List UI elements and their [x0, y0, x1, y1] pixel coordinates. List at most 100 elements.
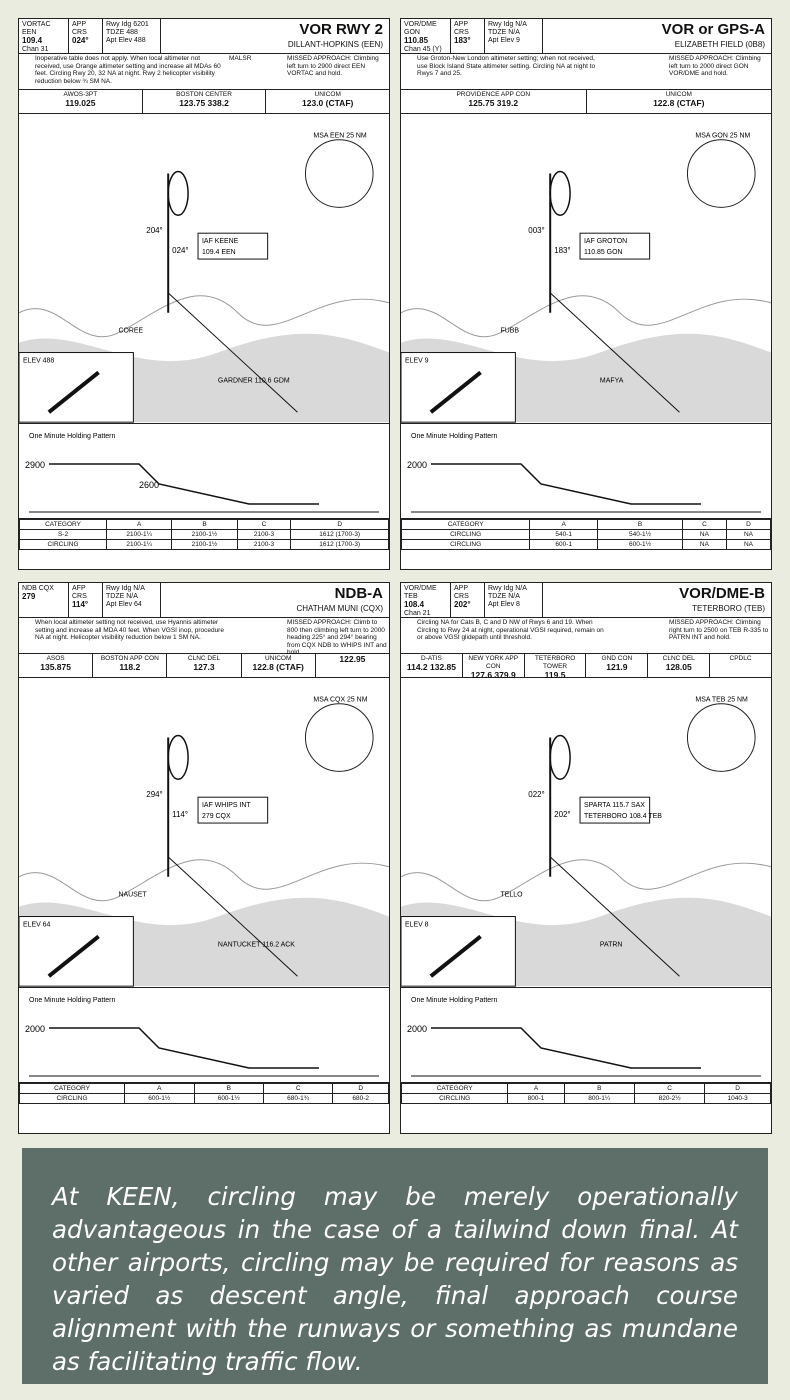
- note-left: Inoperative table does not apply. When l…: [35, 55, 221, 85]
- fix-label-1: GARDNER 110.6 GDM: [218, 377, 290, 384]
- iaf-label: IAF KEENE: [202, 238, 239, 245]
- profile-path: [431, 1027, 701, 1069]
- freq-value: 121.9: [606, 662, 628, 672]
- feeder-route: [549, 292, 680, 413]
- note-right: MISSED APPROACH: Climbing left turn to 2…: [669, 55, 761, 77]
- holding-pattern: [549, 734, 571, 781]
- mins-cell: 600-1½: [193, 1093, 264, 1104]
- mins-header-cell: A: [529, 519, 599, 530]
- msa-circle: [304, 139, 374, 208]
- mins-header-cell: C: [633, 1083, 706, 1094]
- facility-chan: Chan 31: [22, 46, 49, 53]
- airport-name: TETERBORO (TEB): [692, 604, 765, 613]
- mins-cell: 800-1: [507, 1093, 565, 1104]
- mins-cell: NA: [725, 539, 771, 550]
- freq-name: BOSTON CENTER: [176, 91, 232, 98]
- crs-label: AFP CRS: [72, 585, 87, 600]
- mins-cell: CIRCLING: [401, 529, 531, 540]
- facility-freq: 110.85: [404, 36, 429, 45]
- freq-value: 127.3: [193, 662, 215, 672]
- mins-header-cell: D: [332, 1083, 389, 1094]
- course-in: 202°: [554, 810, 570, 819]
- profile-view: One Minute Holding Pattern 2000: [401, 987, 771, 1086]
- freq-value: 119.5: [544, 670, 566, 680]
- plan-view: MSA TEB 25 NM SPARTA 115.7 SAX TETERBORO…: [401, 677, 771, 987]
- freq-name: PROVIDENCE APP CON: [456, 91, 531, 98]
- hold-label: One Minute Holding Pattern: [411, 433, 497, 440]
- mins-header-cell: D: [725, 519, 771, 530]
- facility-box: VORTAC EEN 109.4 Chan 31: [19, 19, 69, 53]
- facility-box: NDB CQX 279: [19, 583, 69, 617]
- elev-box: Rwy Idg 6201 TDZE 488 Apt Elev 488: [103, 19, 161, 53]
- freq-value: 122.8 (CTAF): [252, 662, 304, 672]
- freq-value: 118.2: [119, 662, 141, 672]
- mins-header-cell: D: [290, 519, 389, 530]
- freq-value: 135.875: [40, 662, 71, 672]
- crs-box: APP CRS 183°: [451, 19, 485, 53]
- approach-chart-4: VOR/DME TEB 108.4 Chan 21 APP CRS 202° R…: [400, 582, 772, 1134]
- notes-strip: When local altimeter setting not receive…: [19, 617, 389, 656]
- fix-label-1: NANTUCKET 116.2 ACK: [218, 941, 295, 948]
- mins-cell: 600-1½: [597, 539, 683, 550]
- course-out: 204°: [146, 226, 162, 235]
- rwy-ldg: Rwy Idg N/A: [488, 21, 527, 28]
- freq-value: 114.2 132.85: [406, 662, 456, 672]
- iaf-box: [579, 796, 651, 824]
- fix-label-2: COREE: [118, 328, 143, 335]
- hold-label: One Minute Holding Pattern: [29, 433, 115, 440]
- chart-header: VOR/DME GON 110.85 Chan 45 (Y) APP CRS 1…: [401, 19, 771, 54]
- mins-header-cell: A: [507, 1083, 565, 1094]
- vor-label: 109.4 EEN: [202, 249, 236, 256]
- crs-value: 202°: [454, 600, 471, 609]
- feeder-route: [549, 856, 680, 977]
- freq-value: 122.8 (CTAF): [653, 98, 705, 108]
- chart-title: NDB-A: [334, 585, 383, 602]
- holding-pattern: [167, 734, 189, 781]
- notes-strip: Inoperative table does not apply. When l…: [19, 53, 389, 90]
- course-out: 294°: [146, 790, 162, 799]
- crs-label: APP CRS: [72, 21, 87, 36]
- airport-inset: [19, 916, 134, 987]
- approach-chart-3: NDB CQX 279 AFP CRS 114° Rwy Idg N/A TDZ…: [18, 582, 390, 1134]
- tdze: TDZE 488: [106, 29, 138, 36]
- profile-path: [49, 1027, 319, 1069]
- vor-label: 110.85 GON: [584, 249, 623, 256]
- crs-label: APP CRS: [454, 21, 469, 36]
- msa-label: MSA TEB 25 NM: [695, 697, 748, 704]
- alt-1: 2900: [25, 460, 45, 470]
- facility-freq: 108.4: [404, 600, 425, 609]
- mins-cell: 680-2: [332, 1093, 389, 1104]
- profile-view: One Minute Holding Pattern 2900 2600: [19, 423, 389, 522]
- mins-header-cell: B: [597, 519, 683, 530]
- mins-cell: 600-1½: [124, 1093, 195, 1104]
- facility: VOR/DME TEB: [404, 585, 437, 600]
- elev-label: ELEV 488: [23, 357, 54, 364]
- elev-label: ELEV 9: [405, 357, 429, 364]
- msa-label: MSA CQX 25 NM: [313, 697, 367, 704]
- mins-cell: 600-1: [529, 539, 599, 550]
- profile-svg: One Minute Holding Pattern 2000: [25, 997, 379, 1077]
- facility-chan: Chan 21: [404, 610, 431, 617]
- mins-cell: CIRCLING: [401, 1093, 509, 1104]
- profile-path: [431, 463, 701, 505]
- iaf-label: SPARTA 115.7 SAX: [584, 802, 645, 809]
- profile-view: One Minute Holding Pattern 2000: [401, 423, 771, 522]
- mins-header-cell: B: [193, 1083, 264, 1094]
- crs-value: 114°: [72, 600, 89, 609]
- iaf-box: [579, 232, 651, 260]
